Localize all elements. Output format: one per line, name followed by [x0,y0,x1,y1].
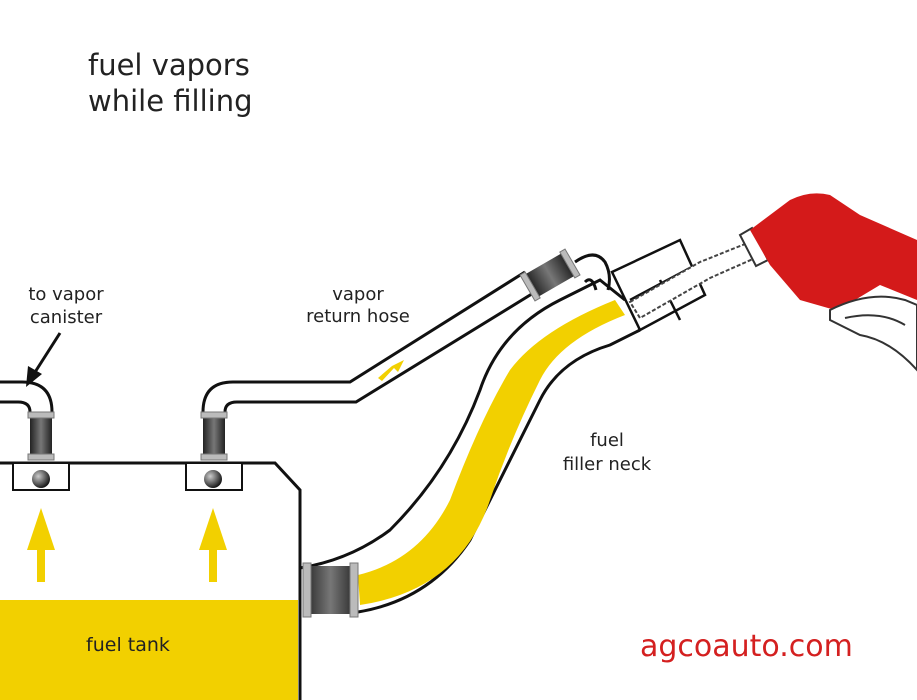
filler-neck-outline [299,278,641,614]
fuel-tank [0,461,302,700]
canister-label-line2: canister [30,307,103,328]
vapor-arrow-left [27,508,55,582]
watermark: agcoauto.com [640,629,853,664]
vapor-flow-arrow [378,360,404,381]
canister-hose [0,380,54,413]
fuel-level [0,600,298,700]
check-ball-right [204,470,222,488]
vapor-arrow-right [199,508,227,582]
check-ball-left [32,470,50,488]
hose-connector-right [200,411,228,461]
return-hose-connector [519,248,581,302]
vapor-return-hose [201,253,611,413]
filler-neck-label-line2: filler neck [563,454,652,475]
fuel-tank-label: fuel tank [86,634,170,656]
diagram-title-line2: while filling [88,84,253,118]
hose-connector-left [27,411,55,461]
return-hose-label-line2: return hose [306,306,410,327]
return-hose-label-line1: vapor [332,284,384,305]
pointer-arrowhead [26,366,42,387]
canister-label-line1: to vapor [28,284,104,305]
filler-neck-connector [302,562,359,618]
filler-neck-label-line1: fuel [590,430,624,451]
fuel-nozzle [738,193,917,372]
fuel-stream [358,300,625,605]
tank-outline [0,461,302,700]
diagram-title-line1: fuel vapors [88,48,250,82]
